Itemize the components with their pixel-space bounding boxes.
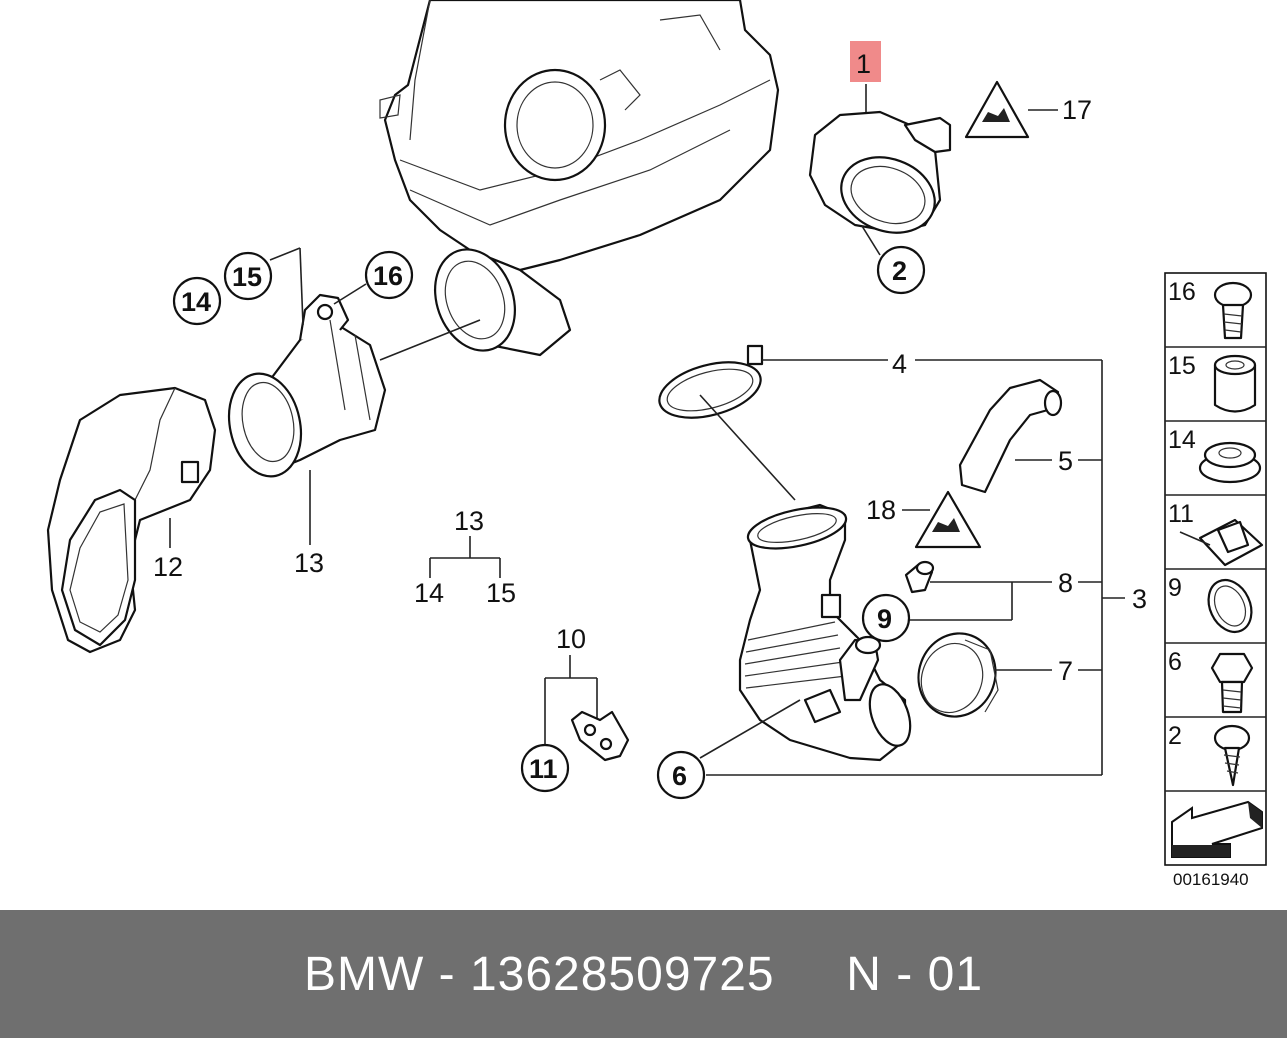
- footer-text: BMW - 13628509725 N - 01: [304, 947, 983, 1002]
- self-tapping-screw-icon: [1213, 724, 1251, 787]
- hex-bolt-icon: [1210, 652, 1254, 714]
- label-13-boot: 13: [294, 548, 324, 578]
- side-item-11: 11: [1168, 500, 1194, 528]
- label-12: 12: [153, 552, 183, 582]
- footer-bar: BMW - 13628509725 N - 01: [0, 910, 1287, 1038]
- intake-hose-part-6: [699, 503, 1102, 776]
- label-11: 11: [529, 754, 558, 784]
- label-2: 2: [892, 256, 907, 286]
- label-14-tree: 14: [414, 578, 444, 608]
- label-5: 5: [1058, 446, 1073, 476]
- side-item-9: 9: [1168, 574, 1182, 602]
- hose-part-5: [958, 378, 1063, 494]
- warning-label-part-17: [964, 80, 1058, 139]
- air-filter-housing: [379, 0, 780, 357]
- label-8: 8: [1058, 568, 1073, 598]
- label-1: 1: [856, 49, 871, 79]
- label-13-tree: 13: [454, 506, 484, 536]
- label-6: 6: [672, 761, 687, 791]
- clip-nut-icon: [1179, 518, 1264, 567]
- side-item-14: 14: [1168, 426, 1196, 454]
- intake-boot-part-13: [227, 293, 387, 545]
- sleeve-icon: [1213, 354, 1257, 413]
- bracket-part-10: [544, 655, 630, 762]
- label-3: 3: [1132, 584, 1147, 614]
- highlight-box: [850, 41, 881, 82]
- callout-circles: [172, 245, 926, 800]
- parts-diagram: 1 2 3 4 5 6 7 8 9 10 11 12 13 13 14 14 1…: [46, 0, 1267, 889]
- label-15-circle: 15: [232, 262, 262, 292]
- sealing-ring-part-7: [917, 632, 1052, 718]
- air-mass-meter-part-1: [808, 41, 952, 256]
- label-9: 9: [877, 604, 892, 634]
- grommet-icon: [1198, 441, 1262, 484]
- label-15-tree: 15: [486, 578, 516, 608]
- side-item-2: 2: [1168, 722, 1182, 750]
- o-ring-icon: [1207, 579, 1253, 633]
- label-18: 18: [866, 495, 896, 525]
- label-16: 16: [373, 261, 403, 291]
- brand-name: BMW: [303, 947, 425, 1001]
- side-parts-panel: 16 15 14 11 9 6 2: [1164, 272, 1267, 866]
- label-17: 17: [1062, 95, 1092, 125]
- diagram-position: N - 01: [846, 947, 984, 1001]
- label-7: 7: [1058, 656, 1073, 686]
- grommet-part-8: [904, 560, 1052, 621]
- side-item-16: 16: [1168, 278, 1196, 306]
- screw-icon: [1213, 281, 1253, 340]
- hose-clamp-part-4: [658, 344, 1102, 501]
- label-14-circle: 14: [181, 287, 211, 317]
- oem-number: 13628509725: [469, 947, 775, 1001]
- side-item-6: 6: [1168, 648, 1182, 676]
- intake-snorkel-part-12: [46, 386, 217, 654]
- side-item-15: 15: [1168, 352, 1196, 380]
- diagram-part-number: 00161940: [1173, 870, 1249, 889]
- separator: -: [438, 947, 456, 1001]
- label-4: 4: [892, 349, 907, 379]
- label-10: 10: [556, 624, 586, 654]
- warning-label-part-18: [902, 490, 982, 549]
- arrow-icon: [1171, 800, 1263, 858]
